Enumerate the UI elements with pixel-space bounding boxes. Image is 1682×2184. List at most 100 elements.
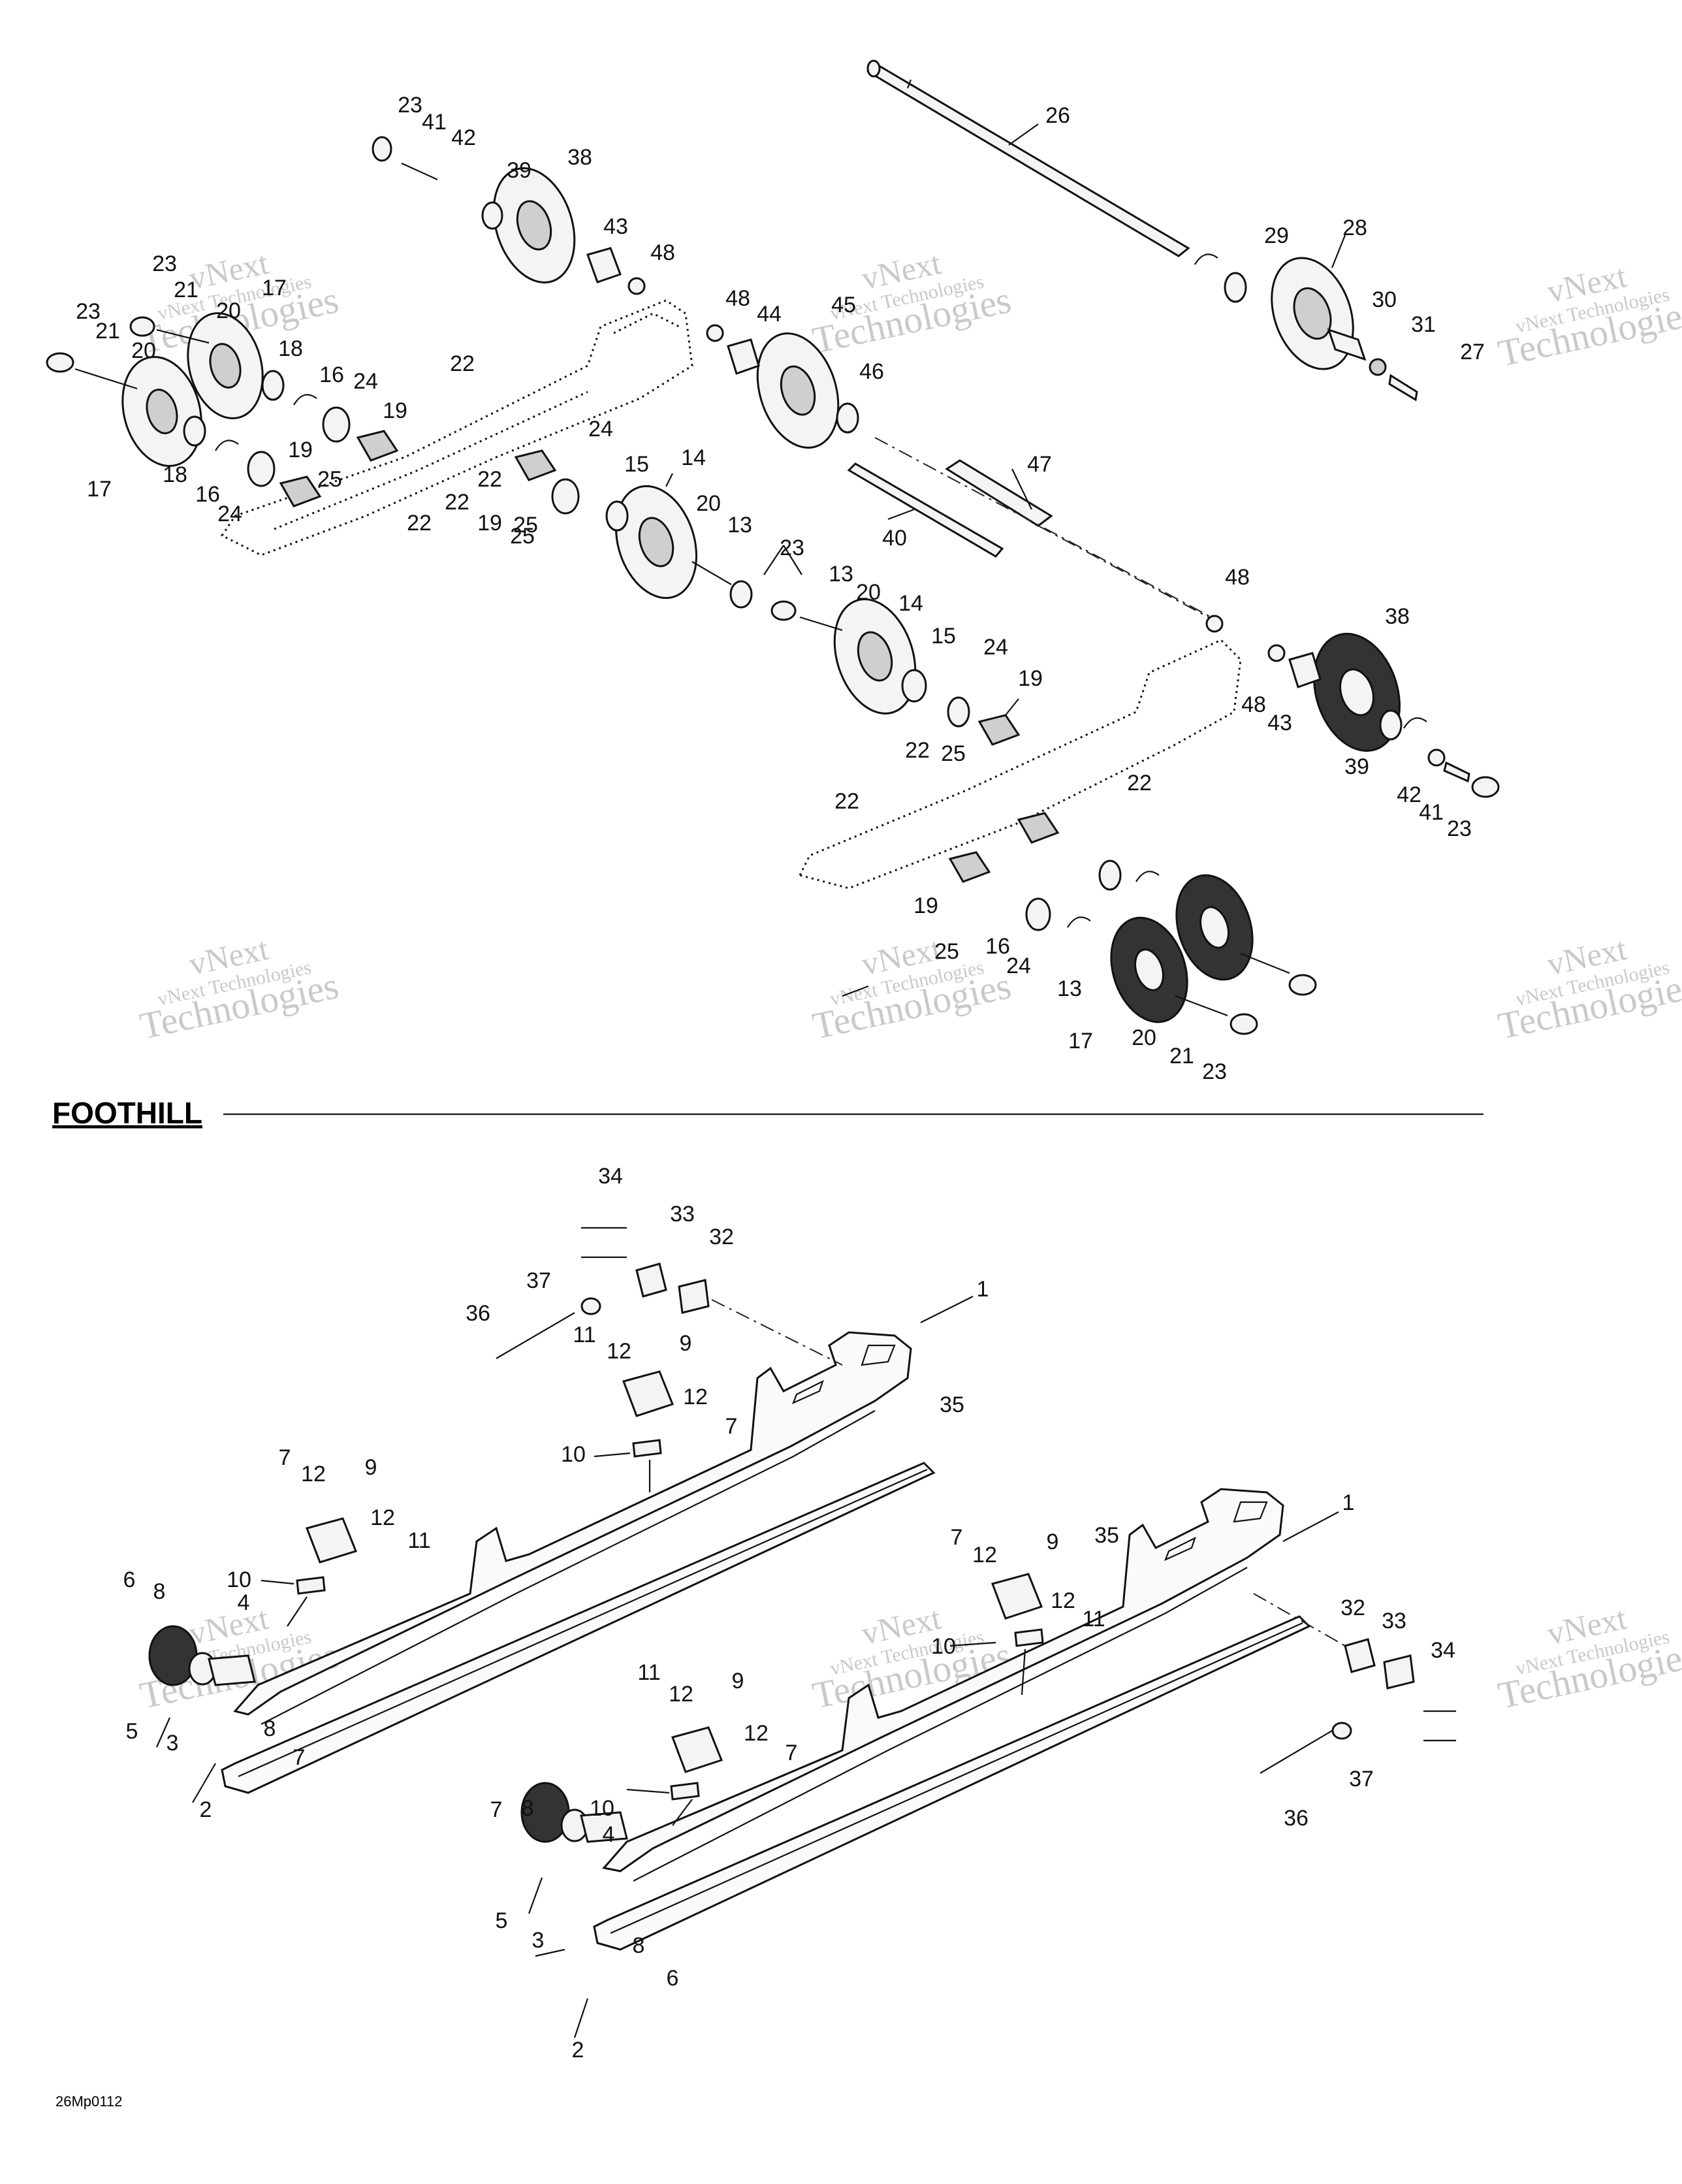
callout-upper-21: 21 [1169,1044,1194,1068]
callout-upper-25: 25 [317,467,342,492]
shaft-26 [866,59,1190,257]
callout-upper-15: 15 [624,452,649,477]
callout-lower-12: 12 [972,1543,997,1567]
callout-upper-18: 18 [278,336,303,361]
callout-lower-7: 7 [279,1445,291,1470]
callout-lower-3: 3 [167,1731,179,1756]
callout-upper-19: 19 [477,511,502,536]
callout-upper-23: 23 [1202,1059,1227,1084]
shafts-40-47 [847,437,1215,621]
callout-lower-36: 36 [466,1301,490,1326]
callout-lower-35: 35 [1094,1523,1119,1548]
callout-upper-43: 43 [603,214,628,239]
callout-upper-20: 20 [216,298,241,323]
callout-upper-31: 31 [1411,312,1436,337]
callout-lower-11: 11 [407,1528,430,1553]
frame-1-left [233,1331,912,1725]
slide-2-right [593,1615,1311,1951]
callout-upper-14: 14 [681,445,706,470]
callout-lower-1: 1 [977,1277,989,1302]
section-title: FOOTHILL [52,1096,202,1130]
callout-upper-25: 25 [941,741,966,766]
section-header: FOOTHILL [52,1096,1484,1130]
callout-upper-48: 48 [650,240,675,265]
callout-lower-8: 8 [264,1716,276,1741]
callout-upper-25: 25 [513,513,538,538]
callout-upper-29: 29 [1264,223,1289,248]
callout-lower-34: 34 [598,1164,623,1189]
callout-lower-7: 7 [725,1414,738,1439]
callout-upper-28: 28 [1342,216,1367,240]
callout-lower-36: 36 [1284,1806,1309,1831]
callout-lower-11: 11 [637,1660,660,1685]
callout-upper-19: 19 [288,438,313,462]
callout-upper-20: 20 [131,338,156,363]
callout-upper-27: 27 [1460,340,1485,364]
callout-lower-11: 11 [1082,1607,1105,1631]
callout-lower-7: 7 [490,1797,503,1822]
callout-lower-32: 32 [709,1225,734,1249]
callout-upper-40: 40 [882,526,907,551]
wheel-28 [1194,253,1418,402]
callout-upper-20: 20 [696,491,721,516]
callout-lower-4: 4 [603,1822,615,1847]
callout-lower-2: 2 [200,1797,212,1822]
callout-lower-12: 12 [669,1682,693,1707]
callout-lower-7: 7 [785,1741,798,1765]
callout-lower-12: 12 [683,1385,708,1409]
lower-right-assembly [770,598,1500,1035]
callout-upper-24: 24 [588,417,613,442]
callout-upper-42: 42 [1397,782,1421,807]
callout-upper-39: 39 [1344,754,1369,779]
callout-upper-23: 23 [398,93,422,118]
callout-upper-22: 22 [477,467,502,492]
callout-upper-25: 25 [510,524,535,549]
callout-upper-46: 46 [859,359,884,384]
left-wheels-upper [46,312,351,487]
callout-lower-33: 33 [1382,1609,1406,1633]
callout-upper-39: 39 [507,158,532,183]
callout-lower-10: 10 [590,1796,614,1821]
callout-lower-4: 4 [238,1590,250,1615]
callout-upper-17: 17 [87,477,112,502]
callout-upper-22: 22 [834,789,859,814]
callout-upper-45: 45 [831,293,856,317]
callout-lower-2: 2 [572,2038,584,2063]
callout-lower-10: 10 [561,1442,586,1467]
callout-upper-24: 24 [217,502,242,526]
callout-lower-8: 8 [633,1933,645,1958]
callout-upper-25: 25 [934,939,959,964]
callout-lower-11: 11 [573,1323,595,1347]
callout-lower-12: 12 [301,1462,326,1486]
callout-lower-12: 12 [1051,1588,1075,1613]
callout-upper-48: 48 [1225,565,1250,590]
callout-lower-12: 12 [607,1339,631,1364]
callout-lower-7: 7 [293,1745,306,1770]
callout-upper-43: 43 [1267,711,1292,735]
callout-upper-19: 19 [383,398,407,423]
slide-2-left [221,1462,936,1794]
callout-upper-41: 41 [422,110,447,135]
callout-upper-30: 30 [1372,287,1397,312]
callout-upper-26: 26 [1045,103,1070,128]
callout-upper-16: 16 [195,482,220,507]
blocks-19-upper [279,430,557,507]
callout-lower-33: 33 [670,1202,695,1227]
callout-upper-22: 22 [450,351,475,376]
callout-upper-13: 13 [829,562,853,586]
callout-upper-21: 21 [95,319,120,344]
center-wheels [372,136,859,609]
callout-upper-23: 23 [780,536,804,560]
callout-upper-23: 23 [76,299,101,324]
callout-lower-3: 3 [532,1928,545,1953]
callout-upper-17: 17 [1068,1029,1093,1053]
blocks-9-10 [296,1370,1044,1801]
lower-assembly [148,1227,1456,2038]
